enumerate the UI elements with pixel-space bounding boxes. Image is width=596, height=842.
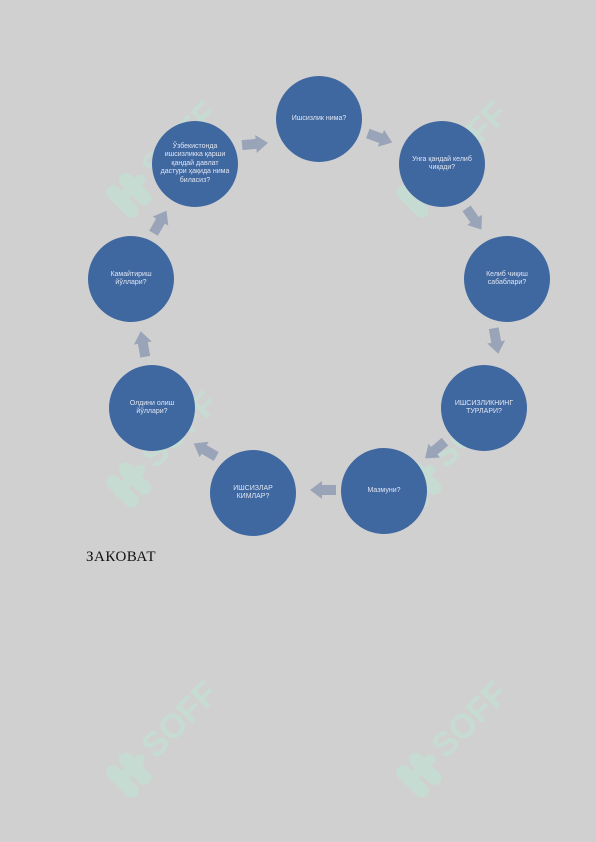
cycle-arrow-2 — [459, 203, 489, 235]
diagram-node-who-are-unemployed: ИШСИЗЛАР КИМЛАР? — [210, 450, 296, 536]
diagram-node-how-it-arises: Унга қандай келиб чиқади? — [399, 121, 485, 207]
diagram-node-reduction: Камайтириш йўллари? — [88, 236, 174, 322]
cycle-arrow-5 — [310, 481, 336, 499]
caption: ЗАКОВАТ — [86, 549, 157, 565]
svg-text:SOFF: SOFF — [424, 674, 515, 765]
svg-text:SOFF: SOFF — [134, 674, 225, 765]
diagram-node-causes: Келиб чиқиш сабаблари? — [464, 236, 550, 322]
cycle-arrow-4 — [419, 435, 450, 466]
cycle-arrow-7 — [132, 330, 154, 359]
cycle-arrow-3 — [485, 327, 507, 356]
diagram-node-state-program: Ўзбекистонда ишсизликка қарши қандай дав… — [152, 121, 238, 207]
watermark-logo: SOFF — [70, 640, 230, 800]
diagram-node-what-is-unemployment: Ишсизлик нима? — [276, 76, 362, 162]
diagram-node-types: ИШСИЗЛИКНИНГ ТУРЛАРИ? — [441, 365, 527, 451]
cycle-arrow-6 — [189, 436, 221, 465]
diagram-node-content: Мазмуни? — [341, 448, 427, 534]
diagram-node-prevention: Олдини олиш йўллари? — [109, 365, 195, 451]
cycle-arrow-9 — [241, 134, 268, 154]
cycle-arrow-8 — [146, 206, 175, 238]
watermark-logo: SOFF — [360, 640, 520, 800]
cycle-arrow-1 — [365, 125, 396, 151]
